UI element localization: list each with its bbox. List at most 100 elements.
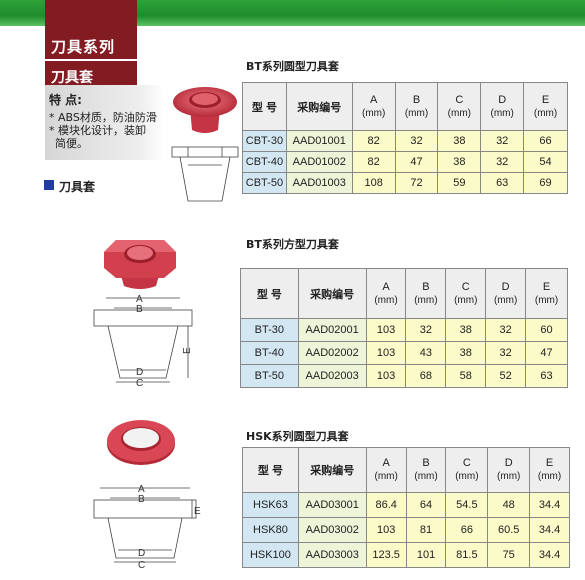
table-title-hsk-round: HSK系列圆型刀具套 — [246, 430, 349, 443]
dim-letter: A — [369, 93, 378, 106]
feature-line-2: * 模块化设计，装卸 — [49, 124, 146, 137]
header-dim-e: E(mm) — [523, 82, 568, 131]
cell-dim-c: 54.5 — [445, 492, 489, 518]
table-title-bt-round: BT系列圆型刀具套 — [246, 60, 339, 73]
cell-dim-a: 86.4 — [365, 492, 407, 518]
dim-letter: E — [542, 280, 551, 293]
cell-dim-e: 60 — [525, 318, 568, 342]
cell-dim-a: 82 — [351, 130, 396, 152]
cell-dim-e: 69 — [523, 172, 568, 194]
dim-unit: (mm) — [374, 471, 398, 482]
cell-dim-c: 38 — [445, 341, 487, 365]
cell-dim-e: 63 — [525, 364, 568, 388]
dim-letter: B — [422, 280, 430, 293]
cell-dim-b: 68 — [405, 364, 447, 388]
dim-letter: B — [422, 457, 430, 469]
cell-dim-b: 81 — [405, 517, 447, 543]
dim-unit: (mm) — [447, 107, 471, 119]
dim-unit: (mm) — [361, 107, 386, 119]
section-title: 刀具套 — [51, 70, 93, 86]
dim-letter: D — [498, 93, 507, 106]
header-dim-a: A(mm) — [365, 268, 407, 319]
features-heading: 特 点: — [49, 93, 82, 107]
dim-letter: D — [504, 457, 513, 469]
cell-code: AAD02003 — [297, 364, 367, 388]
dim-letter: C — [462, 457, 471, 469]
cell-dim-d: 75 — [487, 542, 531, 568]
cell-dim-c: 81.5 — [445, 542, 489, 568]
dim-label-d: D — [136, 367, 143, 378]
round-sleeve-photo — [173, 87, 237, 133]
header-code: 采购编号 — [297, 447, 367, 493]
cell-dim-c: 58 — [445, 364, 487, 388]
side-header-block — [45, 0, 137, 85]
cell-code: AAD02002 — [297, 341, 367, 365]
cell-model: HSK100 — [242, 542, 299, 568]
cell-dim-a: 123.5 — [365, 542, 407, 568]
hsk-ring-photo — [107, 420, 175, 465]
hsk-ring-drawing: A B D C E — [93, 484, 201, 571]
category-label: 刀具套 — [59, 180, 96, 194]
cell-code: AAD01001 — [285, 130, 353, 152]
square-sleeve-photo — [104, 240, 176, 289]
cell-dim-c: 38 — [437, 151, 482, 173]
cell-model: HSK63 — [242, 492, 299, 518]
cell-dim-b: 101 — [405, 542, 447, 568]
cell-dim-b: 47 — [394, 151, 439, 173]
dim-unit: (mm) — [493, 294, 518, 306]
cell-dim-d: 60.5 — [487, 517, 531, 543]
dim-unit: (mm) — [534, 294, 559, 306]
header-dim-d: D(mm) — [485, 268, 527, 319]
cell-model: HSK80 — [242, 517, 299, 543]
cell-model: BT-40 — [240, 341, 299, 365]
round-sleeve-drawing — [171, 146, 239, 202]
dim-letter: B — [412, 93, 421, 106]
hsk-dim-label-a: A — [138, 484, 145, 495]
cell-dim-b: 64 — [405, 492, 447, 518]
cell-dim-c: 38 — [445, 318, 487, 342]
dim-label-a: A — [136, 294, 143, 305]
header-divider — [45, 59, 137, 61]
dim-label-b: B — [136, 304, 143, 315]
cell-dim-a: 103 — [365, 341, 407, 365]
cell-dim-e: 34.4 — [529, 542, 570, 568]
cell-code: AAD03003 — [297, 542, 367, 568]
cell-dim-d: 63 — [480, 172, 525, 194]
header-code: 采购编号 — [297, 268, 367, 319]
header-dim-e: E(mm) — [529, 447, 570, 493]
cell-model: BT-50 — [240, 364, 299, 388]
header-dim-d: D(mm) — [487, 447, 531, 493]
cell-dim-b: 43 — [405, 341, 447, 365]
header-dim-b: B(mm) — [405, 447, 447, 493]
header-dim-a: A(mm) — [351, 82, 396, 131]
header-model: 型 号 — [242, 447, 299, 493]
cell-dim-a: 103 — [365, 318, 407, 342]
cell-dim-c: 38 — [437, 130, 482, 152]
dim-unit: (mm) — [533, 107, 558, 119]
cell-model: BT-30 — [240, 318, 299, 342]
header-dim-c: C(mm) — [445, 268, 487, 319]
header-dim-c: C(mm) — [445, 447, 489, 493]
cell-dim-e: 47 — [525, 341, 568, 365]
cell-dim-b: 72 — [394, 172, 439, 194]
cell-dim-e: 34.4 — [529, 492, 570, 518]
cell-dim-e: 66 — [523, 130, 568, 152]
dim-unit: (mm) — [404, 107, 429, 119]
cell-dim-a: 103 — [365, 364, 407, 388]
header-code: 采购编号 — [285, 82, 353, 131]
table-title-bt-square: BT系列方型刀具套 — [246, 238, 339, 251]
header-dim-c: C(mm) — [437, 82, 482, 131]
dim-letter: E — [545, 457, 554, 469]
dim-unit: (mm) — [374, 294, 398, 306]
